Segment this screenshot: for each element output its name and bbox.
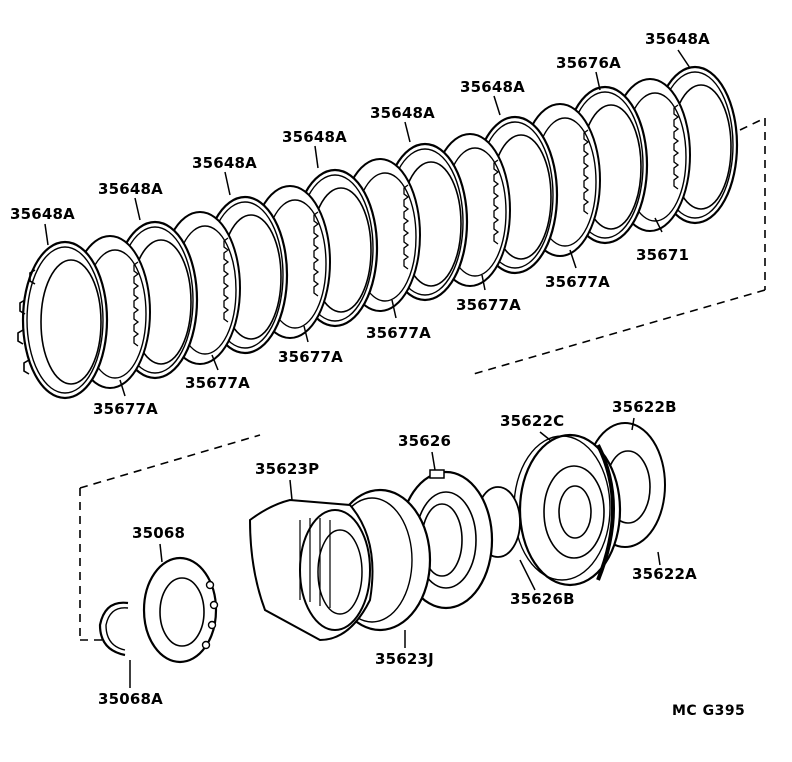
part-label: 35648A xyxy=(645,30,710,48)
leader-lines-upper xyxy=(44,49,691,397)
part-label: 35622B xyxy=(612,398,677,416)
part-label: 35626B xyxy=(510,590,575,608)
part-label: 35623J xyxy=(375,650,434,668)
part-label: 35622C xyxy=(500,412,565,430)
clutch-drum xyxy=(248,498,374,642)
part-label: 35676A xyxy=(556,54,621,72)
part-label: 35677A xyxy=(366,324,431,342)
part-label: 35623P xyxy=(255,460,320,478)
part-label: 35626 xyxy=(398,432,452,450)
part-label: 35648A xyxy=(460,78,525,96)
part-label: 35677A xyxy=(93,400,158,418)
dashed-bounding-lines xyxy=(79,117,766,641)
part-label: 35677A xyxy=(456,296,521,314)
part-label: 35648A xyxy=(282,128,347,146)
part-label: 35671 xyxy=(636,246,690,264)
part-label: 35648A xyxy=(370,104,435,122)
part-label: 35648A xyxy=(10,205,75,223)
part-label: 35648A xyxy=(192,154,257,172)
piston xyxy=(513,433,622,587)
part-label: 35068A xyxy=(98,690,163,708)
snap-ring xyxy=(98,601,129,657)
thrust-bearing xyxy=(142,556,219,664)
part-label: 35677A xyxy=(278,348,343,366)
leader-lines-lower xyxy=(129,417,661,688)
reference-code: MC G395 xyxy=(672,703,746,719)
part-label: 35622A xyxy=(632,565,697,583)
part-label: 35677A xyxy=(545,273,610,291)
part-label: 35648A xyxy=(98,180,163,198)
part-label: 35068 xyxy=(132,524,186,542)
part-label: 35677A xyxy=(185,374,250,392)
